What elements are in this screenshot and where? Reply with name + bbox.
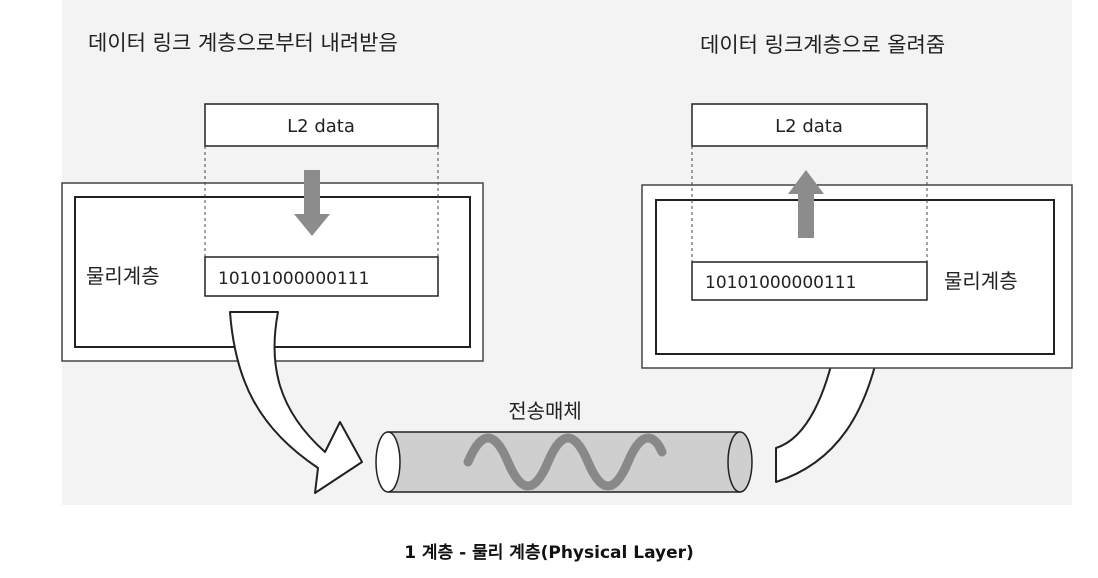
right-top-text: 데이터 링크계층으로 올려줌 bbox=[700, 33, 945, 57]
left-bits-value: 10101000000111 bbox=[218, 269, 369, 289]
left-layer-label: 물리계층 bbox=[86, 264, 160, 288]
medium-label: 전송매체 bbox=[508, 399, 582, 423]
right-l2-data-label: L2 data bbox=[775, 116, 843, 137]
right-layer-label: 물리계층 bbox=[944, 269, 1018, 293]
left-top-text: 데이터 링크 계층으로부터 내려받음 bbox=[88, 31, 398, 55]
left-l2-data-label: L2 data bbox=[287, 116, 355, 137]
figure-caption: 1 계층 - 물리 계층(Physical Layer) bbox=[0, 538, 1098, 563]
right-bits-value: 10101000000111 bbox=[705, 273, 856, 293]
